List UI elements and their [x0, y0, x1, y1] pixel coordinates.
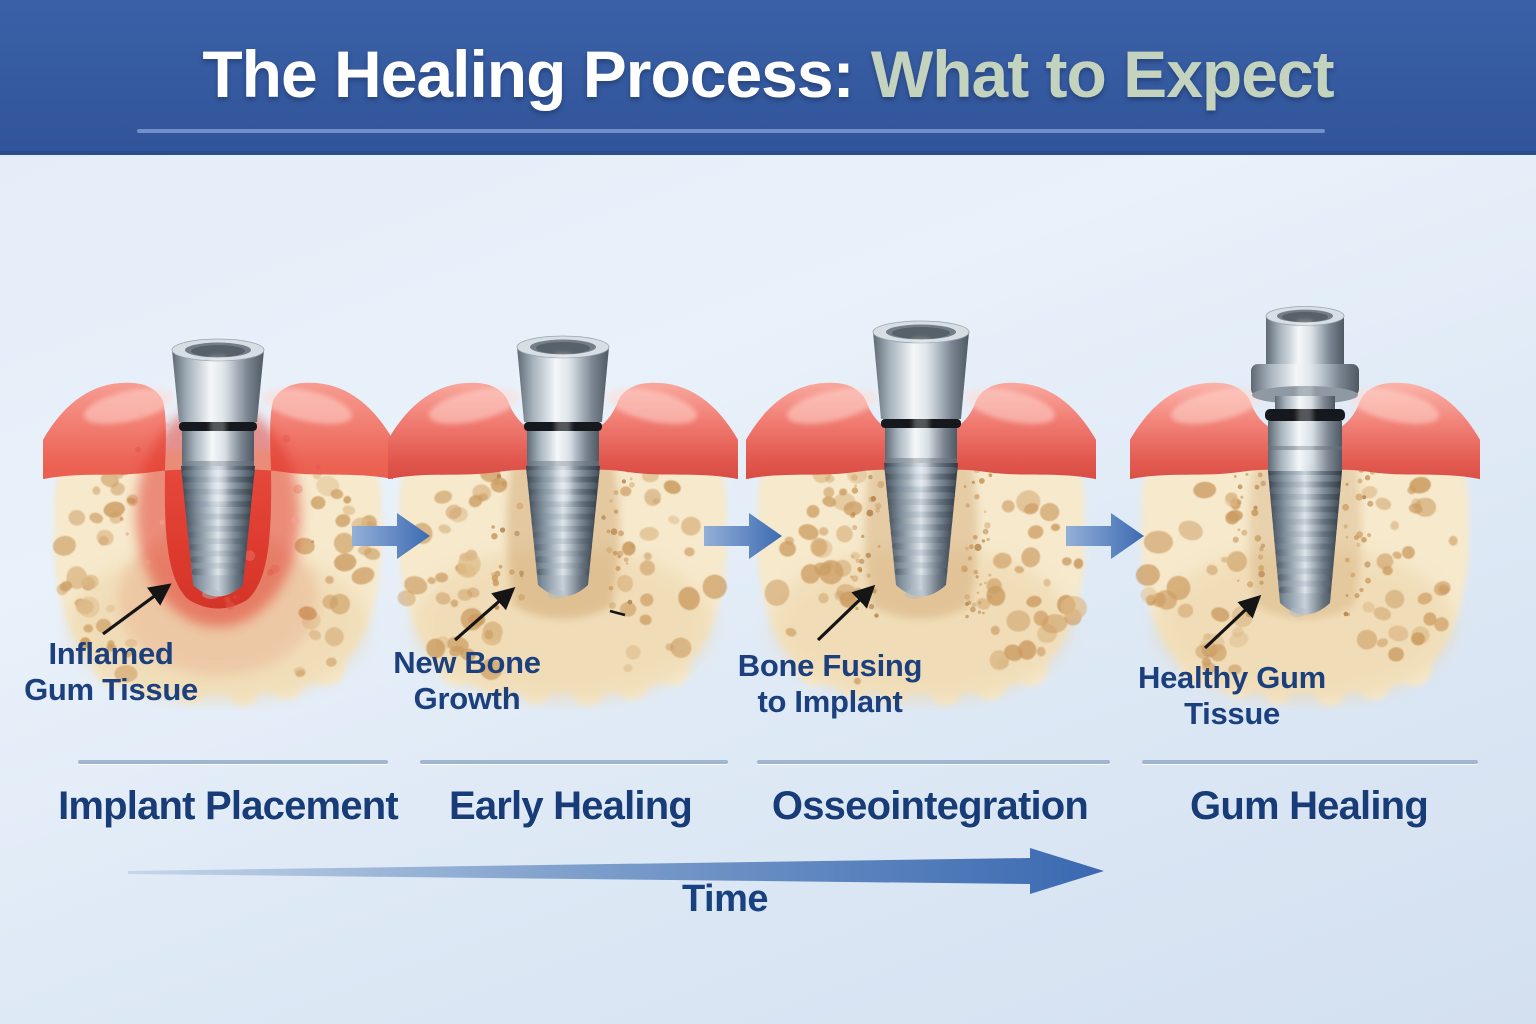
- title-banner: The Healing Process: What to Expect: [0, 0, 1536, 155]
- annotation-line: to Implant: [757, 684, 903, 719]
- annotation-line: New Bone: [393, 645, 541, 680]
- title-accent: What to Expect: [853, 37, 1335, 111]
- illustration-gum-healing: [1130, 306, 1480, 706]
- illustration-implant-placement: [43, 338, 393, 706]
- stage-label-implant-placement: Implant Placement: [58, 784, 399, 828]
- page-title: The Healing Process: What to Expect: [0, 0, 1536, 109]
- annotation-bone-fusing-to-implant: Bone Fusing to Implant: [718, 648, 942, 720]
- stage-label-early-healing: Early Healing: [448, 784, 693, 828]
- annotation-new-bone-growth: New Bone Growth: [367, 645, 567, 717]
- annotation-line: Gum Tissue: [24, 672, 198, 707]
- annotation-line: Inflamed: [48, 636, 174, 671]
- time-axis-label: Time: [681, 878, 769, 920]
- title-main: The Healing Process:: [202, 37, 854, 111]
- illustration-early-healing: [388, 335, 738, 706]
- stage-divider: [420, 760, 728, 764]
- stage-label-osseointegration: Osseointegration: [771, 784, 1089, 828]
- illustration-osseointegration: [746, 320, 1096, 706]
- time-axis-arrow-icon: [128, 848, 1104, 894]
- next-stage-arrow-icon: [1066, 513, 1144, 559]
- stage-divider: [78, 760, 388, 764]
- stage-label-gum-healing: Gum Healing: [1190, 784, 1429, 828]
- stage-divider: [757, 760, 1110, 764]
- next-stage-arrow-icon: [704, 513, 782, 559]
- annotation-inflamed-gum-tissue: Inflamed Gum Tissue: [11, 636, 211, 708]
- annotation-healthy-gum-tissue: Healthy Gum Tissue: [1130, 660, 1334, 732]
- annotation-line: Growth: [413, 681, 521, 716]
- stage-divider: [1142, 760, 1478, 764]
- annotation-line: Tissue: [1184, 696, 1280, 731]
- next-stage-arrow-icon: [352, 513, 430, 559]
- annotation-line: Bone Fusing: [737, 648, 923, 683]
- title-underline: [137, 129, 1325, 133]
- annotation-line: Healthy Gum: [1138, 660, 1326, 695]
